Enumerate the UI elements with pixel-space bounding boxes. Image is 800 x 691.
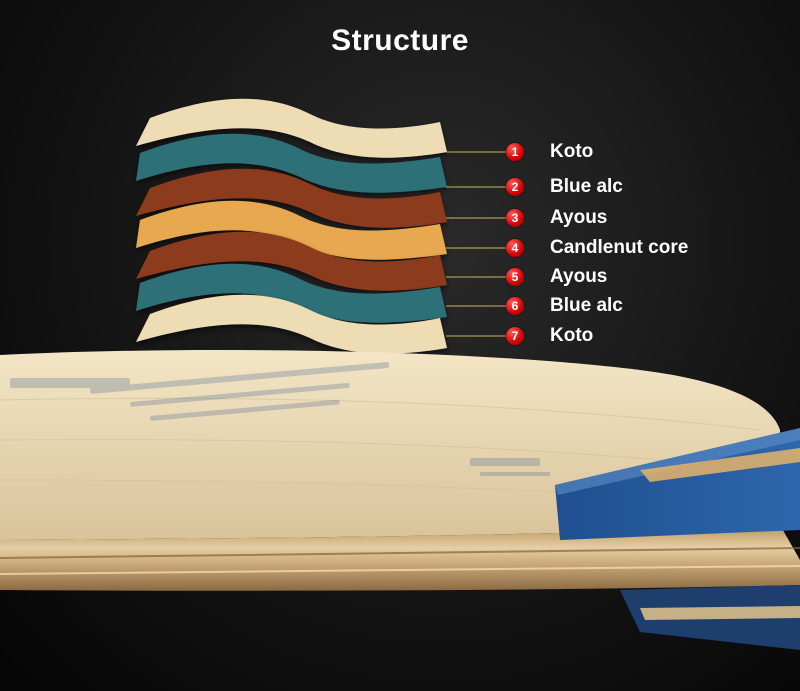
layer-name: Candlenut core: [550, 237, 689, 258]
layer-label-2: 2 Blue alc: [506, 176, 623, 198]
layer-3-shape: [136, 168, 447, 228]
layer-label-5: 5 Ayous: [506, 266, 607, 288]
layer-label-4: 4 Candlenut core: [506, 237, 688, 259]
layer-number-badge: 1: [506, 143, 524, 161]
layer-name: Ayous: [550, 207, 608, 228]
layer-label-3: 3 Ayous: [506, 207, 607, 229]
layer-5-shape: [136, 231, 447, 291]
layer-4-shape: [136, 200, 447, 260]
layer-name: Ayous: [550, 266, 608, 287]
layer-name: Blue alc: [550, 176, 623, 197]
blade-print-marks: [10, 362, 550, 476]
handle-blue-layer: [555, 428, 800, 540]
layer-name: Koto: [550, 141, 594, 162]
layer-6-shape: [136, 263, 447, 323]
layer-number-badge: 7: [506, 327, 524, 345]
layer-number-badge: 3: [506, 209, 524, 227]
layer-1-shape: [136, 98, 447, 158]
layer-label-7: 7 Koto: [506, 325, 593, 347]
layer-2-shape: [136, 133, 447, 193]
layer-number-badge: 4: [506, 239, 524, 257]
layer-label-6: 6 Blue alc: [506, 295, 623, 317]
layer-number-badge: 6: [506, 297, 524, 315]
layer-number-badge: 5: [506, 268, 524, 286]
layer-name: Blue alc: [550, 295, 623, 316]
layer-number-badge: 2: [506, 178, 524, 196]
layer-name: Koto: [550, 325, 594, 346]
layer-label-1: 1 Koto: [506, 141, 593, 163]
blade-edge: [0, 525, 800, 591]
page-title: Structure: [331, 24, 469, 57]
layer-7-shape: [136, 294, 447, 354]
